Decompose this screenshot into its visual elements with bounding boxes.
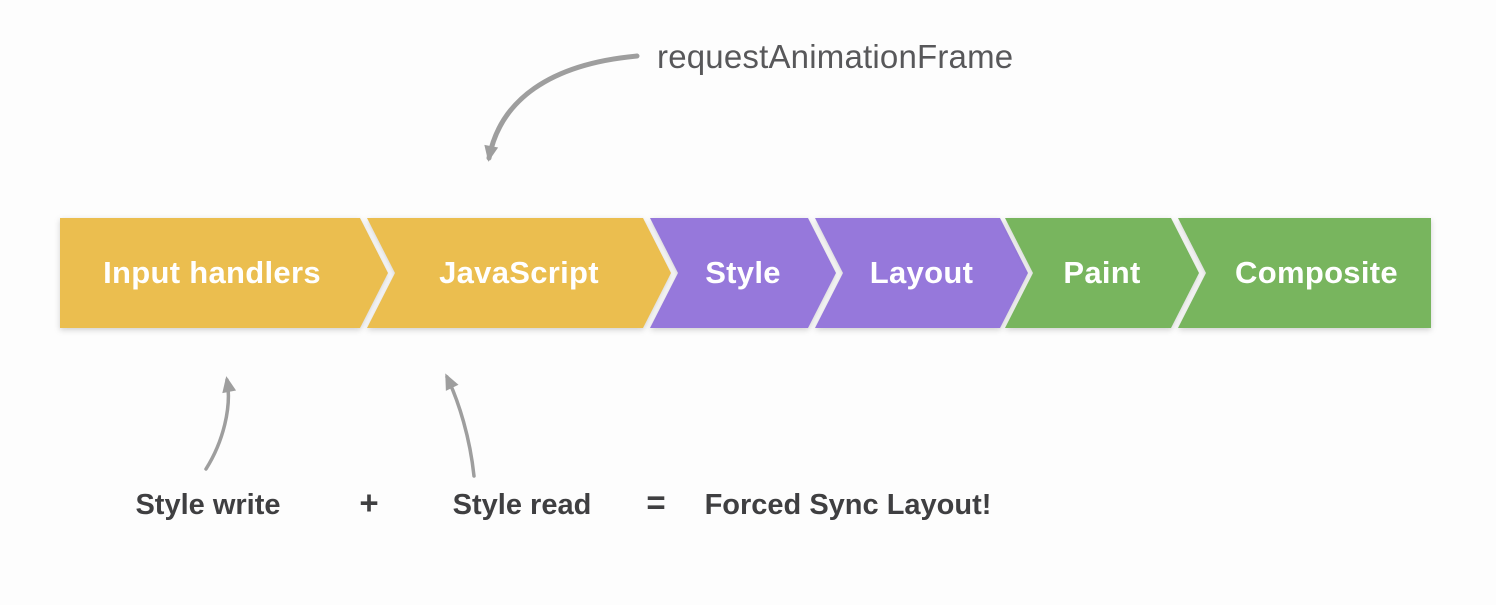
- style-read-arrow: [445, 373, 476, 478]
- plus-operator: +: [359, 484, 379, 521]
- segment-label: JavaScript: [439, 255, 599, 290]
- segment-label: Input handlers: [103, 255, 321, 290]
- segment-label: Layout: [869, 255, 974, 290]
- pipeline-segment-style: Style: [650, 218, 836, 328]
- pipeline-segment-paint: Paint: [1005, 218, 1199, 328]
- forced-sync-layout-label: Forced Sync Layout!: [704, 489, 992, 521]
- raf-label: requestAnimationFrame: [657, 38, 1014, 75]
- style-write-arrow: [204, 376, 237, 471]
- raf-arrow: [484, 53, 640, 162]
- style-write-label: Style write: [135, 489, 281, 521]
- style-read-label: Style read: [452, 489, 592, 521]
- pipeline-segment-composite: Composite: [1178, 218, 1431, 328]
- pipeline-segment-input-handlers: Input handlers: [60, 218, 388, 328]
- segment-label: Style: [705, 255, 781, 290]
- equals-operator: =: [646, 484, 666, 521]
- pipeline-segment-javascript: JavaScript: [367, 218, 671, 328]
- pipeline-segment-layout: Layout: [815, 218, 1028, 328]
- segment-label: Paint: [1063, 255, 1141, 290]
- segment-label: Composite: [1235, 255, 1398, 290]
